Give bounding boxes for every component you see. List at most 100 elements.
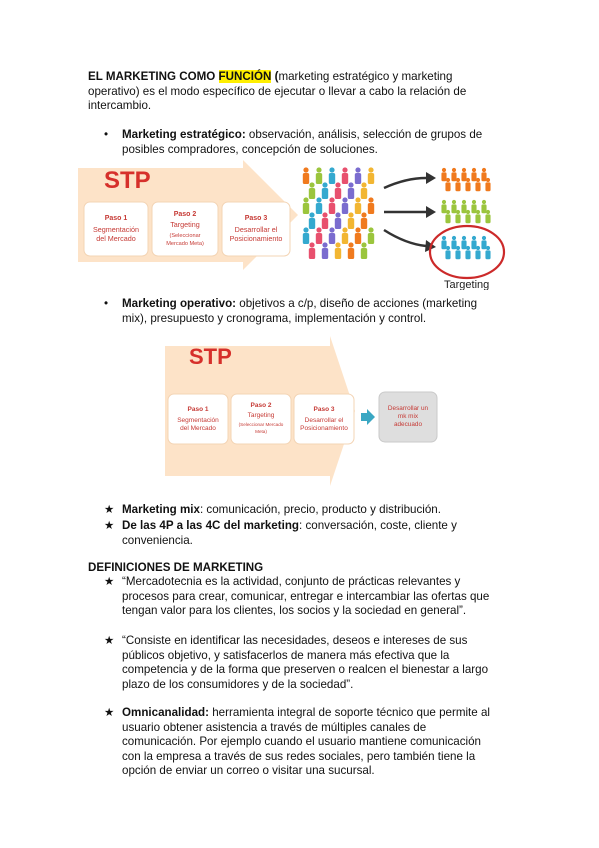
stp2-extra-box: Desarrollar un mk mix adecuado: [378, 391, 438, 443]
def2-line1: “Consiste en identificar las necesidades…: [122, 634, 468, 647]
def3-line2: usuario obtener asistencia a través de m…: [122, 720, 427, 734]
stp1-step3-head: Paso 3: [245, 215, 268, 222]
stp2-step2-body1: Targeting: [248, 412, 275, 419]
person-icon: [367, 167, 375, 184]
def3-line1: herramienta integral de soporte técnico …: [208, 706, 490, 719]
bullet-operative-line2: mix), presupuesto y cronograma, implemen…: [122, 311, 427, 325]
intro-prefix: EL MARKETING COMO: [88, 70, 219, 83]
person-icon: [485, 209, 491, 224]
bullet-operative: • Marketing operativo: objetivos a c/p, …: [104, 297, 504, 327]
stp1-step3-body1: Desarrollar el: [235, 225, 278, 234]
stp1-step-1: Paso 1 Segmentación del Mercado: [83, 201, 149, 257]
person-icon: [461, 235, 467, 250]
def2-line4: plazo de los consumidores y de la socied…: [122, 677, 354, 691]
person-icon: [360, 242, 368, 259]
person-icon: [465, 245, 471, 260]
person-icon: [334, 212, 342, 229]
person-icon: [328, 227, 336, 244]
intro-rest-line1: marketing estratégico y marketing: [278, 70, 453, 83]
person-icon: [347, 182, 355, 199]
person-icon: [451, 235, 457, 250]
stp2-step1-head: Paso 1: [188, 406, 209, 413]
person-icon: [475, 209, 481, 224]
person-icon: [451, 199, 457, 214]
stp2-step3-body2: Posicionamiento: [300, 425, 348, 432]
definition-2: ★ “Consiste en identificar las necesidad…: [104, 634, 504, 694]
person-icon: [354, 197, 362, 214]
person-icon: [360, 182, 368, 199]
def3-line5: opción de enviar un correo o visitar una…: [122, 764, 375, 778]
person-icon: [321, 242, 329, 259]
star-4p-4c: ★ De las 4P a las 4C del marketing: conv…: [104, 519, 504, 549]
person-icon: [347, 242, 355, 259]
person-icon: [354, 227, 362, 244]
person-icon: [321, 212, 329, 229]
bullet-strategic-label: Marketing estratégico:: [122, 128, 246, 141]
person-icon: [302, 167, 310, 184]
star-4p-line1: : conversación, coste, cliente y: [299, 519, 457, 532]
targeting-illustration: Targeting: [302, 167, 506, 290]
person-icon: [341, 227, 349, 244]
person-icon: [485, 177, 491, 192]
bullet-operative-line1: objetivos a c/p, diseño de acciones (mar…: [236, 297, 478, 310]
stp1-step-3: Paso 3 Desarrollar el Posicionamiento: [221, 201, 291, 257]
arrow-middle-icon: [426, 206, 436, 218]
person-icon: [481, 199, 487, 214]
intro-highlight: FUNCIÓN: [218, 70, 272, 83]
definition-1: ★ “Mercadotecnia es la actividad, conjun…: [104, 575, 504, 621]
person-icon: [445, 245, 451, 260]
stp2-step-2: Paso 2 Targeting (Seleccionar Mercado Me…: [230, 393, 292, 445]
def3-label: Omnicanalidad:: [122, 706, 209, 719]
stp2-step2-body2: (Seleccionar Mercado: [239, 422, 284, 427]
person-icon: [475, 177, 481, 192]
stp2-step2-head: Paso 2: [251, 402, 272, 409]
person-icon: [334, 182, 342, 199]
star-icon: ★: [104, 634, 115, 647]
person-icon: [341, 197, 349, 214]
person-icon: [347, 212, 355, 229]
stp1-step1-body1: Segmentación: [93, 225, 139, 234]
bullet-dot: •: [104, 297, 109, 310]
person-icon: [471, 235, 477, 250]
def3-line3: comunicación. Por ejemplo cuando el usua…: [122, 735, 481, 749]
definition-3: ★ Omnicanalidad: herramienta integral de…: [104, 706, 504, 782]
star-icon: ★: [104, 503, 115, 516]
person-icon: [445, 177, 451, 192]
person-icon: [441, 235, 447, 250]
person-icon: [354, 167, 362, 184]
person-icon: [302, 227, 310, 244]
stp1-step2-body3: Mercado Meta): [166, 241, 204, 247]
stp1-step-2: Paso 2 Targeting (Seleccionar Mercado Me…: [151, 201, 219, 257]
stp2-extra-line3: adecuado: [394, 421, 423, 428]
targeting-label: Targeting: [444, 279, 489, 290]
person-icon: [481, 167, 487, 182]
person-icon: [475, 245, 481, 260]
intro-line3: intercambio.: [88, 99, 152, 113]
stp2-step1-body1: Segmentación: [177, 417, 219, 424]
bullet-strategic-line2: posibles compradores, concepción de solu…: [122, 142, 378, 156]
person-icon: [334, 242, 342, 259]
bullet-operative-label: Marketing operativo:: [122, 297, 237, 310]
person-icon: [328, 197, 336, 214]
stp-diagram-1: STP Paso 1 Segmentación del Mercado Paso…: [78, 160, 298, 270]
person-icon: [328, 167, 336, 184]
person-icon: [341, 167, 349, 184]
stp2-step3-body1: Desarrollar el: [305, 417, 344, 424]
stp2-step-3: Paso 3 Desarrollar el Posicionamiento: [293, 393, 355, 445]
intro-paragraph: EL MARKETING COMO FUNCIÓN (marketing est…: [88, 70, 508, 114]
stp1-step2-head: Paso 2: [174, 211, 197, 218]
stp1-step3-body2: Posicionamiento: [230, 234, 283, 243]
segment-groups: [441, 167, 491, 260]
person-icon: [461, 199, 467, 214]
stp2-right-arrow-icon: [361, 409, 375, 425]
intro-line2: operativo) es el modo específico de ejec…: [88, 84, 467, 98]
arrow-top-icon: [426, 172, 436, 184]
person-icon: [455, 209, 461, 224]
def1-line3: tengan valor para los clientes, los soci…: [122, 604, 467, 618]
def3-line4: con la empresa a través de sus redes soc…: [122, 749, 476, 763]
stp2-step2-body3: Meta): [255, 429, 267, 434]
person-icon: [455, 245, 461, 260]
star-marketing-mix: ★ Marketing mix: comunicación, precio, p…: [104, 503, 504, 519]
stp-diagram-2: STP Paso 1 Segmentación del Mercado Paso…: [165, 336, 438, 486]
